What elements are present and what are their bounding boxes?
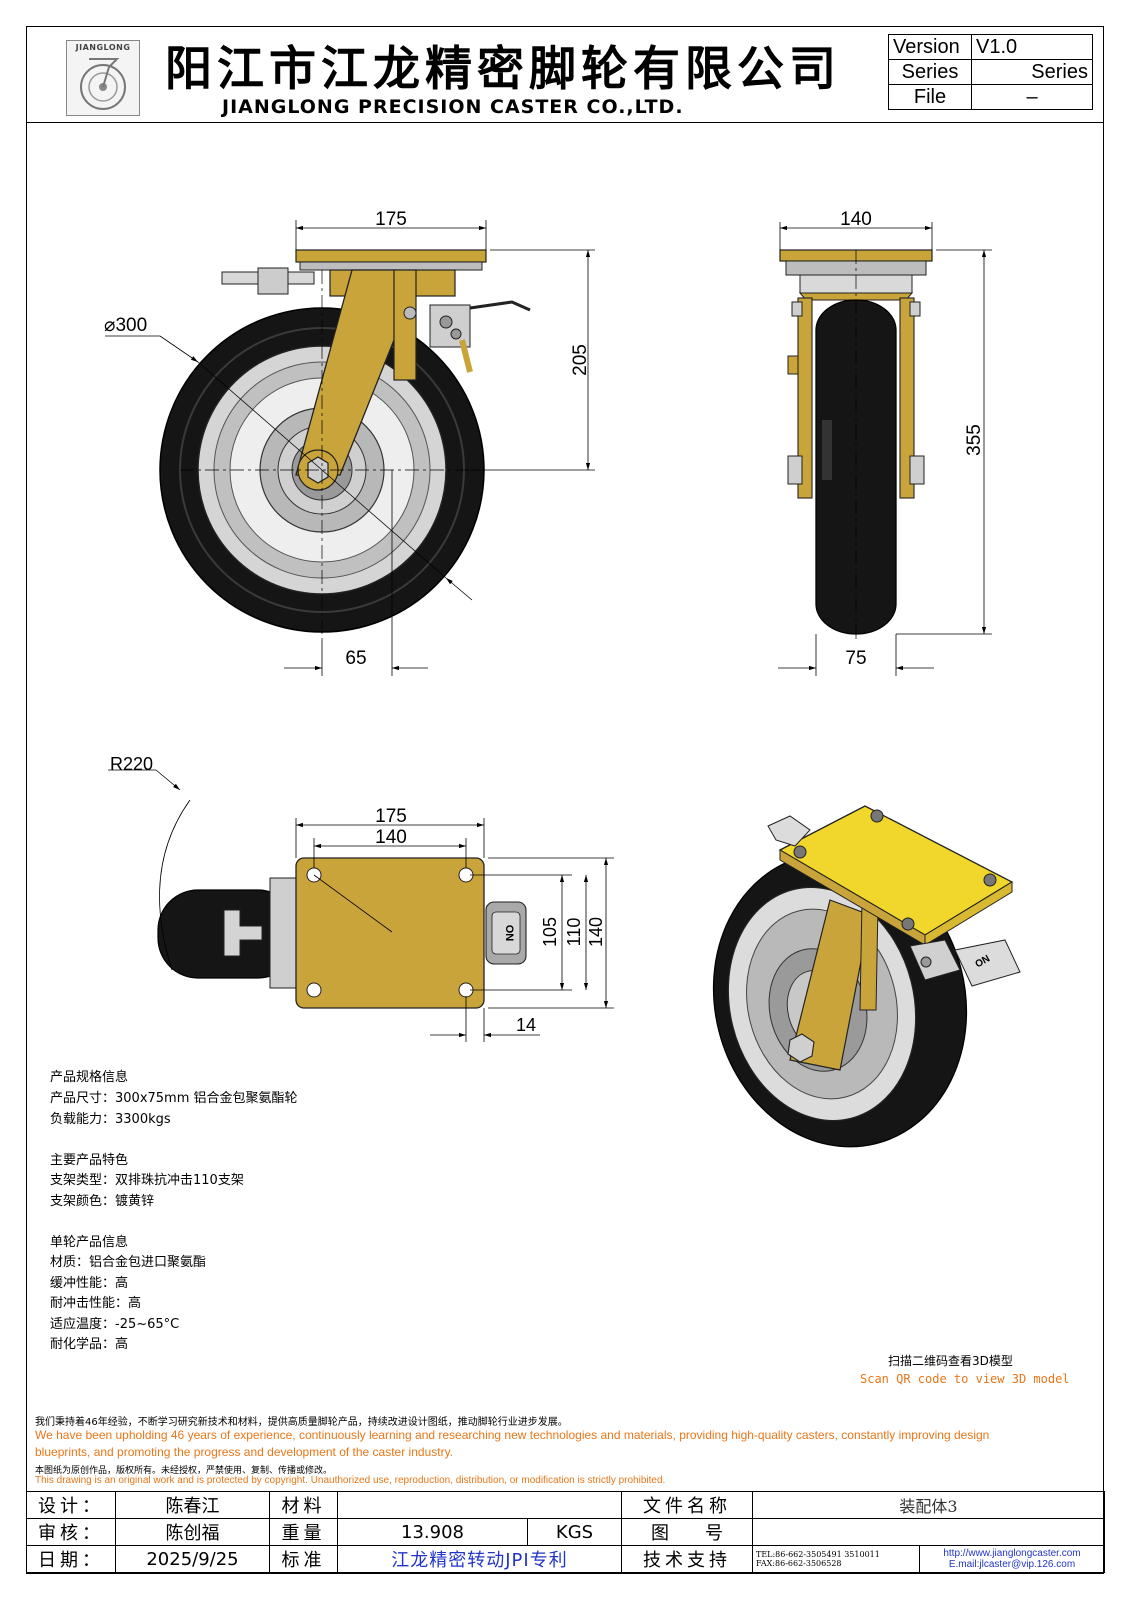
dim-offset-14: 14 bbox=[516, 1015, 536, 1035]
review-label: 审核： bbox=[26, 1518, 116, 1546]
contact-phone: TEL:86-662-3505491 3510011 FAX:86-662-35… bbox=[752, 1545, 920, 1573]
iso-view bbox=[712, 805, 1021, 1148]
spec-material: 材质：铝合金包进口聚氨酯 bbox=[50, 1255, 207, 1270]
dim-side-top-width: 140 bbox=[840, 209, 872, 230]
spec-temperature: 适应温度：-25~65°C bbox=[50, 1317, 180, 1332]
dim-wheel-width: 75 bbox=[845, 648, 866, 669]
spec-size: 产品尺寸：300x75mm 铝合金包聚氨酯轮 bbox=[50, 1091, 298, 1106]
web-contact: http://www.jianglongcaster.com E.mail:jl… bbox=[919, 1545, 1105, 1573]
material-value bbox=[337, 1491, 622, 1519]
qr-caption-cn: 扫描二维码查看3D模型 bbox=[888, 1354, 1013, 1368]
file-value: – bbox=[971, 84, 1093, 110]
spec-chemical: 耐化学品：高 bbox=[50, 1337, 129, 1352]
reviewer-name: 陈创福 bbox=[115, 1518, 270, 1546]
version-table: Version V1.0 Series Series File – bbox=[888, 34, 1093, 110]
spec-cushion: 缓冲性能：高 bbox=[50, 1276, 129, 1291]
brake-on-mark: ON bbox=[503, 925, 515, 942]
copyright-cn: 本图纸为原创作品，版权所有。未经授权，严禁使用、复制、传播或修改。 bbox=[35, 1466, 333, 1476]
header-divider bbox=[26, 122, 1104, 123]
company-name-en: JIANGLONG PRECISION CASTER CO.,LTD. bbox=[222, 96, 684, 118]
version-label: Version bbox=[888, 34, 972, 60]
filename-label: 文件名称 bbox=[621, 1491, 753, 1519]
material-label: 材料 bbox=[269, 1491, 338, 1519]
email-link[interactable]: E.mail:jlcaster@vip.126.com bbox=[948, 1559, 1076, 1570]
drawing-frame bbox=[26, 26, 1104, 1574]
dim-front-offset: 65 bbox=[345, 648, 366, 669]
plan-view bbox=[108, 769, 614, 1042]
weight-unit: KGS bbox=[527, 1518, 622, 1546]
drawing-number-value bbox=[752, 1518, 1105, 1546]
company-statement-en-line1: We have been upholding 46 years of exper… bbox=[35, 1428, 990, 1442]
date-label: 日期： bbox=[26, 1545, 116, 1573]
copyright-en: This drawing is an original work and is … bbox=[35, 1475, 666, 1486]
drawing-number-label: 图 号 bbox=[621, 1518, 753, 1546]
company-statement-en-line2: blueprints, and promoting the progress a… bbox=[35, 1445, 454, 1459]
dim-hole-110: 110 bbox=[564, 918, 584, 947]
dim-hole-spacing: 140 bbox=[375, 827, 407, 848]
caster-logo-icon bbox=[80, 58, 126, 110]
company-logo: JIANGLONG bbox=[66, 40, 140, 116]
website-link[interactable]: http://www.jianglongcaster.com bbox=[943, 1548, 1081, 1559]
spec-section-title-2: 主要产品特色 bbox=[50, 1153, 129, 1168]
dim-front-height: 205 bbox=[570, 344, 591, 376]
tel-number: TEL:86-662-3505491 3510011 bbox=[756, 1550, 880, 1559]
standard-value: 江龙精密转动JPI专利 bbox=[337, 1545, 622, 1573]
qr-caption-en: Scan QR code to view 3D model bbox=[860, 1372, 1070, 1386]
standard-label: 标准 bbox=[269, 1545, 338, 1573]
company-statement-cn: 我们秉持着46年经验，不断学习研究新技术和材料，提供高质量脚轮产品，持续改进设计… bbox=[35, 1417, 568, 1428]
dim-side-height: 355 bbox=[964, 424, 985, 456]
designer-name: 陈春江 bbox=[115, 1491, 270, 1519]
date-value: 2025/9/25 bbox=[115, 1545, 270, 1573]
filename-value: 装配体3 bbox=[752, 1491, 1105, 1519]
dim-swivel-radius: R220 bbox=[110, 754, 153, 774]
company-name-cn: 阳江市江龙精密脚轮有限公司 bbox=[165, 42, 841, 97]
title-block: 设计： 陈春江 材料 文件名称 装配体3 审核： 陈创福 重量 13.908 K… bbox=[26, 1491, 1105, 1573]
spec-section-title-3: 单轮产品信息 bbox=[50, 1235, 129, 1250]
series-value: Series bbox=[971, 59, 1093, 85]
front-view bbox=[105, 220, 595, 676]
spec-load: 负载能力：3300kgs bbox=[50, 1112, 171, 1127]
fax-number: FAX:86-662-3506528 bbox=[756, 1559, 842, 1568]
dim-diameter: ⌀300 bbox=[104, 315, 147, 336]
support-label: 技术支持 bbox=[621, 1545, 753, 1573]
dim-hole-105: 105 bbox=[540, 917, 560, 947]
design-label: 设计： bbox=[26, 1491, 116, 1519]
dim-plate-width: 175 bbox=[375, 806, 407, 827]
side-view bbox=[778, 222, 992, 676]
spec-bracket-type: 支架类型：双排珠抗冲击110支架 bbox=[50, 1173, 244, 1188]
logo-text: JIANGLONG bbox=[75, 43, 131, 52]
spec-bracket-color: 支架颜色：镀黄锌 bbox=[50, 1194, 155, 1209]
dim-front-top-width: 175 bbox=[375, 209, 407, 230]
weight-value: 13.908 bbox=[337, 1518, 528, 1546]
dim-plate-140: 140 bbox=[586, 917, 606, 947]
spec-impact: 耐冲击性能：高 bbox=[50, 1296, 142, 1311]
spec-section-title-1: 产品规格信息 bbox=[50, 1070, 129, 1085]
weight-label: 重量 bbox=[269, 1518, 338, 1546]
